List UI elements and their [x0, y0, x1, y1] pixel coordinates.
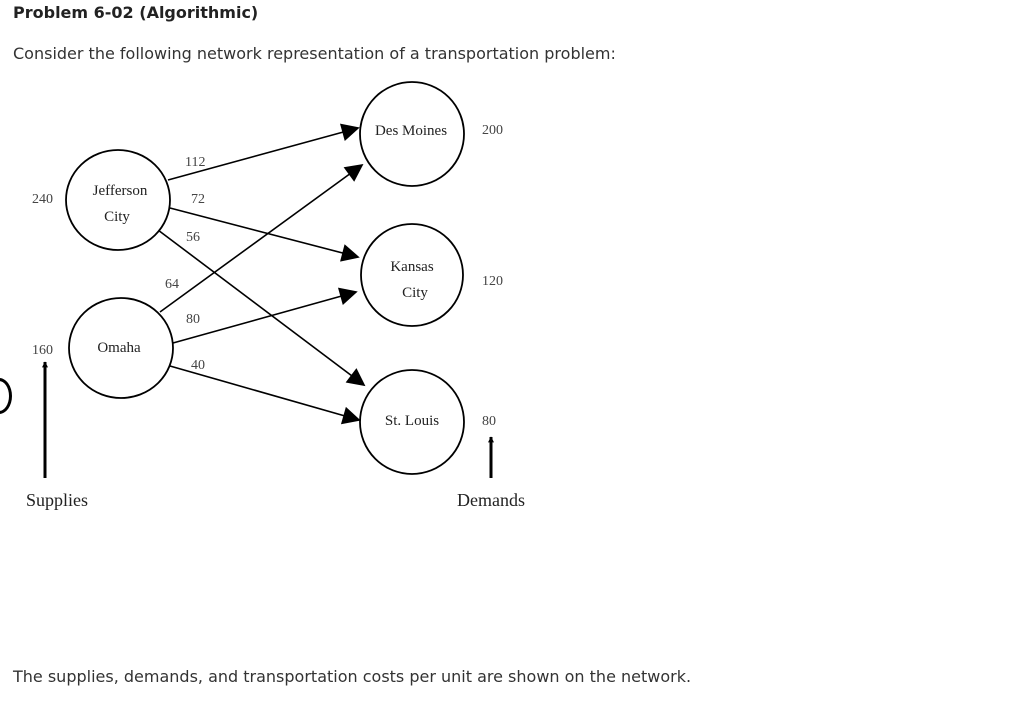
arc-jefferson-desmoines: [167, 123, 360, 181]
node-label: Jefferson: [93, 183, 148, 199]
intro-text: Consider the following network represent…: [13, 44, 616, 63]
demands-label: Demands: [457, 490, 525, 510]
cost-omaha-kansas: 80: [186, 312, 200, 327]
arc-omaha-stlouis: [169, 365, 361, 425]
supply-omaha: 160: [32, 343, 53, 358]
problem-title: Problem 6-02 (Algorithmic): [13, 3, 259, 22]
arc-jefferson-kansas: [169, 207, 360, 262]
demand-des-moines: 200: [482, 123, 503, 138]
cost-jefferson-stlouis: 56: [186, 230, 200, 245]
node-jefferson-city: Jefferson City: [65, 149, 171, 251]
node-des-moines: Des Moines: [359, 81, 465, 187]
footer-text: The supplies, demands, and transportatio…: [13, 667, 692, 686]
node-label: City: [104, 209, 130, 225]
node-label: Omaha: [97, 340, 141, 356]
cost-omaha-desmoines: 64: [165, 277, 179, 292]
arc-omaha-desmoines: [159, 163, 364, 313]
cost-jefferson-desmoines: 112: [185, 155, 205, 170]
cost-omaha-stlouis: 40: [191, 358, 205, 373]
supply-jefferson-city: 240: [32, 192, 53, 207]
node-omaha: Omaha: [68, 297, 174, 399]
demand-kansas-city: 120: [482, 274, 503, 289]
supplies-label: Supplies: [26, 490, 88, 510]
network-diagram: 112 72 56 64 80 40 Jefferson City Omaha …: [26, 81, 525, 510]
node-label: St. Louis: [385, 413, 439, 429]
node-label: Des Moines: [375, 123, 447, 139]
node-label: City: [402, 285, 428, 301]
node-label: Kansas: [390, 259, 433, 275]
cost-jefferson-kansas: 72: [191, 192, 205, 207]
node-kansas-city: Kansas City: [360, 223, 464, 327]
demand-st-louis: 80: [482, 414, 496, 429]
node-st-louis: St. Louis: [359, 369, 465, 475]
arc-omaha-kansas: [172, 287, 358, 344]
arc-jefferson-stlouis: [157, 229, 366, 387]
